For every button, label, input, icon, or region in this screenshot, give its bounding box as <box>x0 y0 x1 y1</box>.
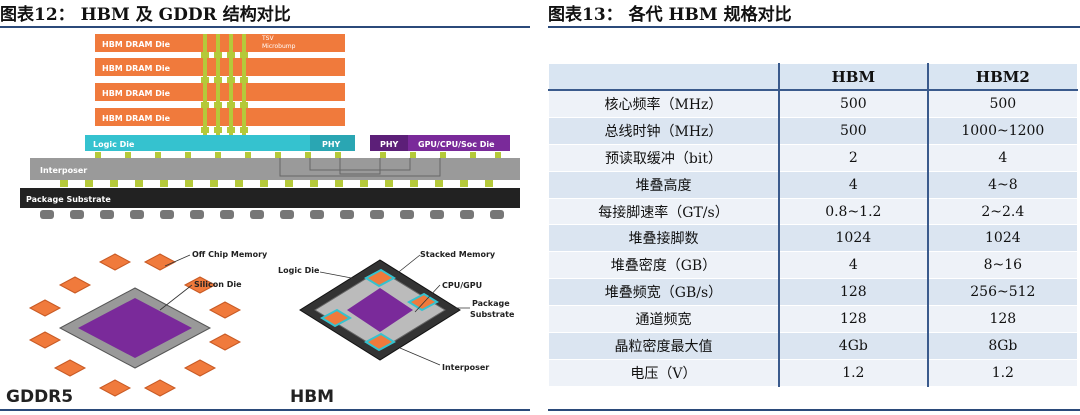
silicon-die-label: Silicon Die <box>194 280 242 289</box>
spec-name: 预读取缓冲（bit） <box>547 143 780 172</box>
spec-name: 堆叠频宽（GB/s） <box>547 278 780 307</box>
hbm-value: 4 <box>777 251 929 280</box>
microbumps <box>201 52 248 133</box>
hbm-value: 1.2 <box>777 358 929 387</box>
dram-die-label-2: HBM DRAM Die <box>102 64 171 73</box>
dram-die-label-3: HBM DRAM Die <box>102 89 171 98</box>
figure-12-title: 图表12： HBM 及 GDDR 结构对比 <box>0 5 291 25</box>
interposer-bumps <box>60 180 493 187</box>
gpu-die-phy <box>370 135 408 151</box>
figure-12-panel: 图表12： HBM 及 GDDR 结构对比 HBM DRAM Die HBM D… <box>0 0 530 415</box>
gddr5-label: GDDR5 <box>6 387 73 407</box>
header-cell-hbm: HBM <box>777 63 929 91</box>
table-row: 核心频率（MHz） 500 500 <box>547 89 1078 118</box>
hbm-value: 128 <box>777 278 929 307</box>
table-row: 堆叠接脚数 1024 1024 <box>547 224 1078 253</box>
spec-name: 核心频率（MHz） <box>547 89 780 118</box>
table-row: 每接脚速率（GT/s） 0.8~1.2 2~2.4 <box>547 197 1078 226</box>
substrate-label: Substrate <box>470 310 515 319</box>
hbm-value: 4Gb <box>777 332 929 360</box>
title-rule <box>548 26 1080 28</box>
table-row: 晶粒密度最大值 4Gb 8Gb <box>547 332 1078 360</box>
table-row: 堆叠频宽（GB/s） 128 256~512 <box>547 278 1078 307</box>
hbm2-value: 128 <box>926 305 1078 334</box>
spec-name: 电压（V） <box>547 358 780 387</box>
hbm-stacked-memory <box>319 268 440 352</box>
figure-13-title: 图表13： 各代 HBM 规格对比 <box>548 5 792 25</box>
table-row: 通道频宽 128 128 <box>547 305 1078 334</box>
table-row: 堆叠密度（GB） 4 8~16 <box>547 251 1078 280</box>
spec-name: 总线时钟（MHz） <box>547 116 780 145</box>
table-row: 电压（V） 1.2 1.2 <box>547 358 1078 387</box>
gddr5-memory-chips <box>28 253 242 397</box>
hbm2-value: 1.2 <box>926 358 1078 387</box>
hbm-label: HBM <box>290 387 334 407</box>
table-header-row: HBM HBM2 <box>547 63 1078 91</box>
hbm2-value: 1024 <box>926 224 1078 253</box>
table-row: 堆叠高度 4 4~8 <box>547 170 1078 199</box>
stacked-memory-label: Stacked Memory <box>420 250 496 259</box>
package-label: Package <box>472 299 510 308</box>
spec-name: 堆叠接脚数 <box>547 224 780 253</box>
microbump-label: Microbump <box>262 43 296 50</box>
spec-name: 每接脚速率（GT/s） <box>547 197 780 226</box>
hbm2-value: 2~2.4 <box>926 197 1078 226</box>
spec-name: 通道频宽 <box>547 305 780 334</box>
hbm2-value: 4~8 <box>926 170 1078 199</box>
hbm2-value: 8~16 <box>926 251 1078 280</box>
die-bumps <box>95 152 501 158</box>
package-substrate <box>20 188 520 208</box>
table-row: 总线时钟（MHz） 500 1000~1200 <box>547 116 1078 145</box>
hbm-interposer-label: Interposer <box>442 363 489 372</box>
logic-die-phy <box>310 135 355 151</box>
package-substrate-label: Package Substrate <box>26 195 111 204</box>
spec-name: 堆叠高度 <box>547 170 780 199</box>
hbm-value: 4 <box>777 170 929 199</box>
hbm-value: 1024 <box>777 224 929 253</box>
bottom-rule <box>0 409 530 411</box>
hbm-cross-section-diagram: HBM DRAM Die HBM DRAM Die HBM DRAM Die H… <box>20 34 520 219</box>
off-chip-memory-label: Off Chip Memory <box>192 250 268 259</box>
title-rule <box>0 26 530 28</box>
logic-die <box>85 135 355 151</box>
interposer-label: Interposer <box>40 166 87 175</box>
gpu-phy-label: PHY <box>380 140 399 149</box>
hbm-logic-die-label: Logic Die <box>278 266 320 275</box>
hbm2-value: 500 <box>926 89 1078 118</box>
hbm2-value: 8Gb <box>926 332 1078 360</box>
hbm-package-diagram: Logic Die Stacked Memory CPU/GPU Package… <box>278 250 515 407</box>
hbm-value: 2 <box>777 143 929 172</box>
gddr5-silicon-die <box>78 298 192 358</box>
interposer-traces <box>279 158 441 177</box>
hbm2-value: 4 <box>926 143 1078 172</box>
interposer <box>30 158 520 180</box>
figure-13-panel: 图表13： 各代 HBM 规格对比 HBM HBM2 核心频率（MHz） 500… <box>547 0 1080 415</box>
bottom-rule <box>548 409 1080 411</box>
dram-die-label-1: HBM DRAM Die <box>102 40 171 49</box>
hbm-spec-table: HBM HBM2 核心频率（MHz） 500 500 总线时钟（MHz） 500… <box>547 63 1078 387</box>
cpu-gpu-label: CPU/GPU <box>442 281 482 290</box>
hbm-cpu-gpu-die <box>347 288 413 332</box>
logic-die-label: Logic Die <box>93 140 135 149</box>
spec-name: 晶粒密度最大值 <box>547 332 780 360</box>
dram-die-label-4: HBM DRAM Die <box>102 114 171 123</box>
hbm-value: 0.8~1.2 <box>777 197 929 226</box>
hbm2-value: 1000~1200 <box>926 116 1078 145</box>
header-cell <box>547 63 780 91</box>
logic-phy-label: PHY <box>322 140 341 149</box>
table-row: 预读取缓冲（bit） 2 4 <box>547 143 1078 172</box>
hbm-value: 128 <box>777 305 929 334</box>
solder-balls <box>40 210 504 219</box>
spec-name: 堆叠密度（GB） <box>547 251 780 280</box>
gddr5-package-diagram: Off Chip Memory Silicon Die GDDR5 <box>6 250 268 407</box>
header-cell-hbm2: HBM2 <box>926 63 1078 91</box>
hbm-value: 500 <box>777 89 929 118</box>
hbm2-value: 256~512 <box>926 278 1078 307</box>
hbm-value: 500 <box>777 116 929 145</box>
gpu-die-label: GPU/CPU/Soc Die <box>418 140 495 149</box>
tsv-label: TSV <box>261 35 274 42</box>
